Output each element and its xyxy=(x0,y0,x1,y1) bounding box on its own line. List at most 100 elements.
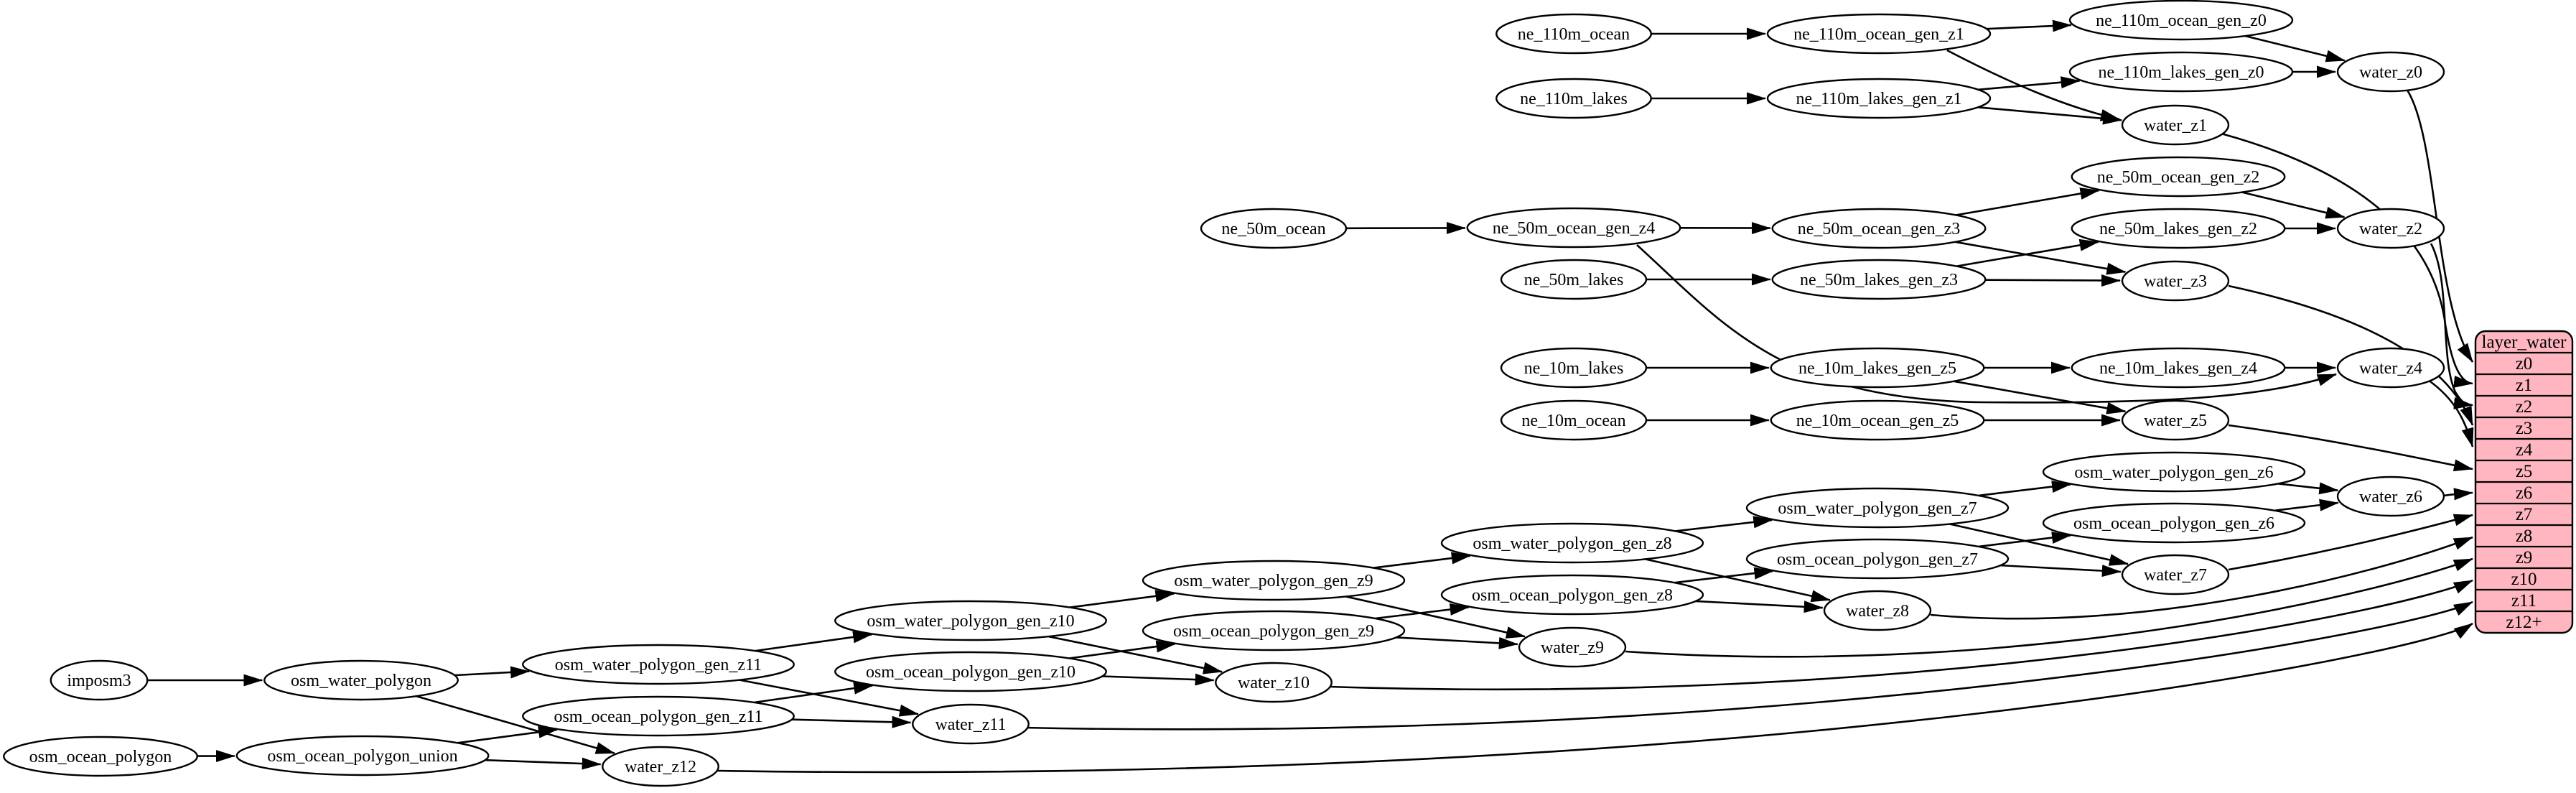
node-water_z7: water_z7 xyxy=(2122,555,2229,594)
table-row-z0: z0 xyxy=(2516,354,2533,374)
node-label-water_z6: water_z6 xyxy=(2359,488,2422,506)
edge-osm-ocean-polygon-gen-z11-osm-ocean-polygon-gen-z10 xyxy=(755,686,873,702)
node-ne_10m_ocean_gen_z5: ne_10m_ocean_gen_z5 xyxy=(1771,401,1984,440)
node-water_z4: water_z4 xyxy=(2338,348,2444,387)
edge-osm-ocean-polygon-gen-z9-water-z9 xyxy=(1396,637,1518,644)
node-water_z6: water_z6 xyxy=(2338,477,2444,516)
node-ne_10m_lakes_gen_z5: ne_10m_lakes_gen_z5 xyxy=(1771,348,1984,387)
node-ne_50m_lakes_gen_z2: ne_50m_lakes_gen_z2 xyxy=(2072,209,2285,248)
edge-ne-110m-ocean-gen-z0-water-z0 xyxy=(2245,36,2344,60)
edge-osm-water-polygon-gen-z10-osm-water-polygon-gen-z9 xyxy=(1070,593,1174,607)
node-ne_50m_ocean_gen_z3: ne_50m_ocean_gen_z3 xyxy=(1773,209,1986,248)
edge-ne-50m-ocean-gen-z3-water-z3 xyxy=(1955,242,2125,272)
edge-ne-50m-ocean-gen-z2-water-z2 xyxy=(2242,193,2345,218)
node-label-osm_ocean_polygon_gen_z8: osm_ocean_polygon_gen_z8 xyxy=(1472,586,1673,605)
node-ne_50m_ocean_gen_z2: ne_50m_ocean_gen_z2 xyxy=(2072,157,2285,196)
edges-layer xyxy=(147,25,2473,772)
node-water_z9: water_z9 xyxy=(1519,628,1625,667)
edge-osm-ocean-polygon-gen-z10-osm-ocean-polygon-gen-z9 xyxy=(1069,644,1175,659)
node-water_z11: water_z11 xyxy=(913,705,1029,743)
node-water_z8: water_z8 xyxy=(1824,591,1931,630)
node-osm_water_polygon: osm_water_polygon xyxy=(264,661,458,700)
edge-osm-ocean-polygon-gen-z8-water-z8 xyxy=(1696,601,1823,608)
node-ne_50m_lakes_gen_z3: ne_50m_lakes_gen_z3 xyxy=(1773,260,1986,299)
node-osm_water_polygon_gen_z7: osm_water_polygon_gen_z7 xyxy=(1747,488,2008,527)
node-osm_water_polygon_gen_z10: osm_water_polygon_gen_z10 xyxy=(835,601,1106,640)
node-ne_110m_lakes_gen_z1: ne_110m_lakes_gen_z1 xyxy=(1768,79,1990,118)
table-layer: layer_waterz0z1z2z3z4z5z6z7z8z9z10z11z12… xyxy=(2475,331,2572,633)
edge-osm-ocean-polygon-gen-z7-osm-ocean-polygon-gen-z6 xyxy=(1979,535,2071,547)
node-ne_110m_ocean_gen_z1: ne_110m_ocean_gen_z1 xyxy=(1768,14,1990,53)
node-label-water_z1: water_z1 xyxy=(2144,116,2207,135)
node-label-water_z12: water_z12 xyxy=(625,758,696,776)
node-osm_water_polygon_gen_z8: osm_water_polygon_gen_z8 xyxy=(1442,524,1703,562)
node-osm_ocean_polygon_gen_z9: osm_ocean_polygon_gen_z9 xyxy=(1143,611,1404,650)
node-label-water_z2: water_z2 xyxy=(2359,220,2422,238)
node-label-osm_ocean_polygon: osm_ocean_polygon xyxy=(29,748,172,766)
edge-osm-ocean-polygon-gen-z10-water-z10 xyxy=(1102,677,1214,681)
node-water_z2: water_z2 xyxy=(2338,209,2444,248)
edge-osm-water-polygon-osm-water-polygon-gen-z11 xyxy=(454,672,529,676)
node-label-osm_ocean_polygon_gen_z7: osm_ocean_polygon_gen_z7 xyxy=(1777,550,1978,569)
edge-osm-water-polygon-gen-z9-osm-water-polygon-gen-z8 xyxy=(1373,556,1470,568)
edge-osm-ocean-polygon-gen-z6-water-z6 xyxy=(2274,503,2338,511)
edge-osm-water-polygon-gen-z7-osm-water-polygon-gen-z6 xyxy=(1979,484,2071,496)
node-label-water_z8: water_z8 xyxy=(1846,602,1909,621)
node-label-ne_10m_ocean_gen_z5: ne_10m_ocean_gen_z5 xyxy=(1796,412,1959,430)
table-row-z8: z8 xyxy=(2516,527,2533,546)
node-label-water_z10: water_z10 xyxy=(1238,674,1310,692)
table-row-z12+: z12+ xyxy=(2506,613,2542,632)
node-label-osm_water_polygon: osm_water_polygon xyxy=(291,672,431,690)
table-title: layer_water xyxy=(2482,333,2567,352)
node-water_z5: water_z5 xyxy=(2122,401,2229,440)
node-label-water_z7: water_z7 xyxy=(2144,566,2207,585)
node-label-ne_10m_lakes_gen_z5: ne_10m_lakes_gen_z5 xyxy=(1798,359,1956,378)
table-row-z7: z7 xyxy=(2516,505,2533,524)
node-osm_water_polygon_gen_z9: osm_water_polygon_gen_z9 xyxy=(1143,561,1404,600)
edge-ne-50m-lakes-gen-z3-water-z3 xyxy=(1985,280,2120,281)
nodes-layer: ne_110m_ocean ne_110m_ocean_gen_z1 ne_110m… xyxy=(4,1,2444,786)
node-ne_10m_lakes: ne_10m_lakes xyxy=(1501,348,1646,387)
node-ne_110m_ocean: ne_110m_ocean xyxy=(1496,14,1651,53)
node-label-osm_ocean_polygon_union: osm_ocean_polygon_union xyxy=(267,747,457,766)
node-label-osm_water_polygon_gen_z7: osm_water_polygon_gen_z7 xyxy=(1778,499,1977,518)
node-label-osm_ocean_polygon_gen_z11: osm_ocean_polygon_gen_z11 xyxy=(554,708,762,726)
table-row-z11: z11 xyxy=(2511,591,2537,611)
node-label-ne_50m_lakes_gen_z3: ne_50m_lakes_gen_z3 xyxy=(1800,271,1958,289)
node-ne_110m_ocean_gen_z0: ne_110m_ocean_gen_z0 xyxy=(2070,1,2292,40)
node-label-ne_110m_ocean: ne_110m_ocean xyxy=(1518,25,1630,44)
edge-osm-ocean-polygon-gen-z9-osm-ocean-polygon-gen-z8 xyxy=(1375,607,1468,618)
node-label-ne_110m_ocean_gen_z0: ne_110m_ocean_gen_z0 xyxy=(2096,11,2267,30)
edge-osm-ocean-polygon-gen-z11-water-z11 xyxy=(792,720,911,723)
node-osm_ocean_polygon_gen_z6: osm_ocean_polygon_gen_z6 xyxy=(2043,504,2305,542)
node-label-water_z11: water_z11 xyxy=(935,715,1006,734)
node-water_z3: water_z3 xyxy=(2122,261,2229,300)
node-ne_110m_lakes: ne_110m_lakes xyxy=(1496,79,1651,118)
node-osm_ocean_polygon_gen_z10: osm_ocean_polygon_gen_z10 xyxy=(835,652,1106,691)
edge-osm-water-polygon-gen-z8-osm-water-polygon-gen-z7 xyxy=(1676,520,1773,532)
node-label-osm_water_polygon_gen_z11: osm_water_polygon_gen_z11 xyxy=(555,656,762,674)
node-ne_50m_ocean_gen_z4: ne_50m_ocean_gen_z4 xyxy=(1467,208,1681,247)
layer-water-table: layer_waterz0z1z2z3z4z5z6z7z8z9z10z11z12… xyxy=(2475,331,2572,633)
node-label-ne_10m_lakes_gen_z4: ne_10m_lakes_gen_z4 xyxy=(2099,359,2257,378)
node-label-water_z9: water_z9 xyxy=(1541,639,1604,657)
edge-osm-ocean-polygon-union-osm-ocean-polygon-gen-z11 xyxy=(457,730,557,743)
node-label-osm_water_polygon_gen_z9: osm_water_polygon_gen_z9 xyxy=(1174,572,1373,590)
node-label-ne_50m_lakes_gen_z2: ne_50m_lakes_gen_z2 xyxy=(2099,220,2257,238)
edge-osm-water-polygon-gen-z6-water-z6 xyxy=(2278,483,2338,490)
node-label-imposm3: imposm3 xyxy=(67,672,131,690)
node-label-water_z4: water_z4 xyxy=(2359,359,2422,378)
node-label-ne_50m_ocean_gen_z4: ne_50m_ocean_gen_z4 xyxy=(1493,219,1656,238)
table-row-z5: z5 xyxy=(2516,462,2533,481)
node-label-osm_water_polygon_gen_z8: osm_water_polygon_gen_z8 xyxy=(1473,534,1671,553)
node-label-water_z5: water_z5 xyxy=(2144,412,2207,430)
table-row-z1: z1 xyxy=(2516,376,2533,395)
table-row-z9: z9 xyxy=(2516,548,2533,567)
edge-osm-ocean-polygon-gen-z8-osm-ocean-polygon-gen-z7 xyxy=(1675,571,1773,583)
node-label-ne_10m_lakes: ne_10m_lakes xyxy=(1524,359,1624,378)
node-label-ne_50m_ocean_gen_z3: ne_50m_ocean_gen_z3 xyxy=(1798,220,1961,238)
edge-osm-ocean-polygon-gen-z7-water-z7 xyxy=(2000,565,2120,572)
node-ne_10m_lakes_gen_z4: ne_10m_lakes_gen_z4 xyxy=(2072,348,2285,387)
